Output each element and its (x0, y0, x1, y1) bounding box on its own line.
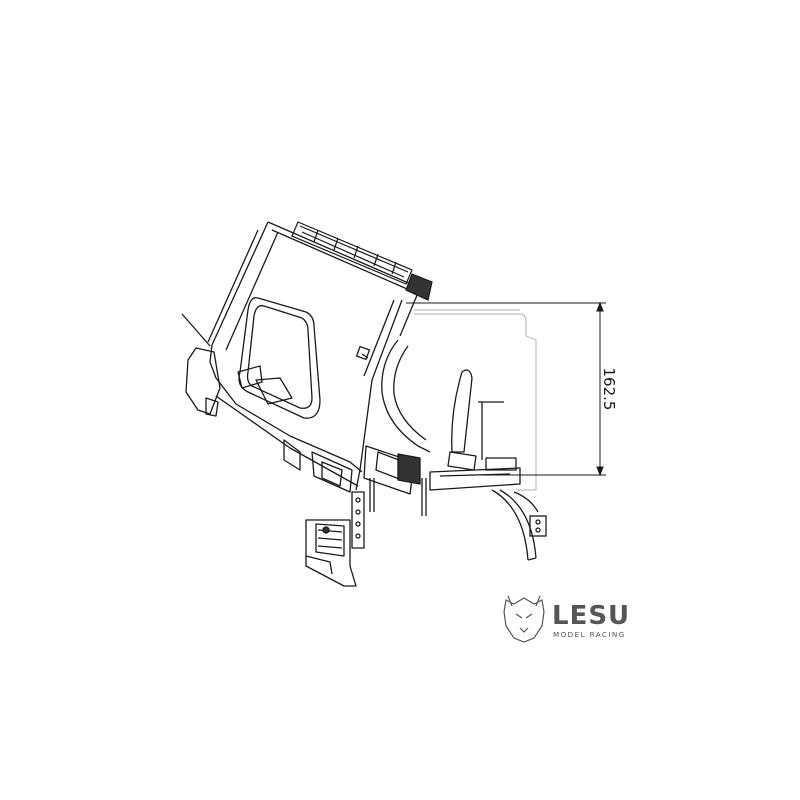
lion-head-icon (503, 595, 545, 643)
lower-step-module (305, 519, 357, 587)
brand-name: LESU (552, 601, 630, 631)
lesu-logo: LESU MODEL RACING (503, 595, 630, 643)
tilt-hinge-assembly (351, 339, 521, 549)
lowered-cab-outline (414, 309, 537, 491)
dimension-label: 162.5 (600, 368, 618, 411)
tilted-cab (181, 221, 421, 493)
fender (491, 489, 547, 561)
dimension-line (406, 301, 606, 477)
brand-tagline: MODEL RACING (553, 630, 626, 639)
roof-light-bar (291, 221, 433, 301)
